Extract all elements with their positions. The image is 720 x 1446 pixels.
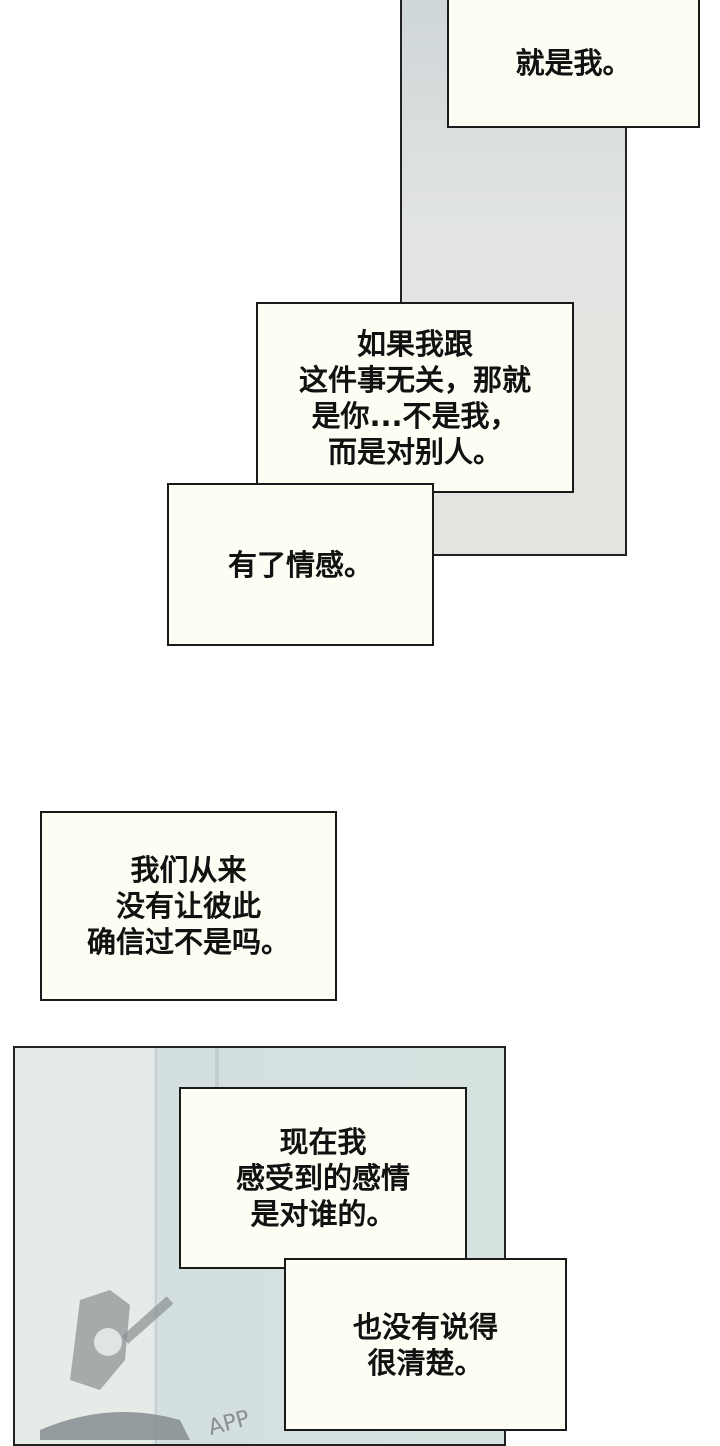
caption-box-4: 我们从来 没有让彼此 确信过不是吗。: [40, 811, 337, 1001]
caption-box-5: 现在我 感受到的感情 是对谁的。: [179, 1087, 467, 1269]
caption-box-3: 有了情感。: [167, 483, 434, 646]
caption-box-2: 如果我跟 这件事无关，那就 是你...不是我， 而是对别人。: [256, 302, 574, 493]
caption-text: 有了情感。: [227, 547, 373, 582]
caption-text: 如果我跟 这件事无关，那就 是你...不是我， 而是对别人。: [298, 326, 531, 469]
window-frame-line: [155, 1048, 157, 1444]
caption-text: 现在我 感受到的感情 是对谁的。: [235, 1125, 410, 1231]
caption-box-1: 就是我。: [447, 0, 700, 128]
watermark-logo: APP: [40, 1290, 253, 1440]
window-frame-line: [215, 1048, 219, 1108]
caption-text: 也没有说得 很清楚。: [352, 1309, 498, 1380]
caption-box-6: 也没有说得 很清楚。: [284, 1258, 567, 1431]
caption-text: 我们从来 没有让彼此 确信过不是吗。: [86, 853, 290, 959]
caption-text: 就是我。: [515, 46, 632, 80]
watermark-text: APP: [206, 1406, 253, 1440]
